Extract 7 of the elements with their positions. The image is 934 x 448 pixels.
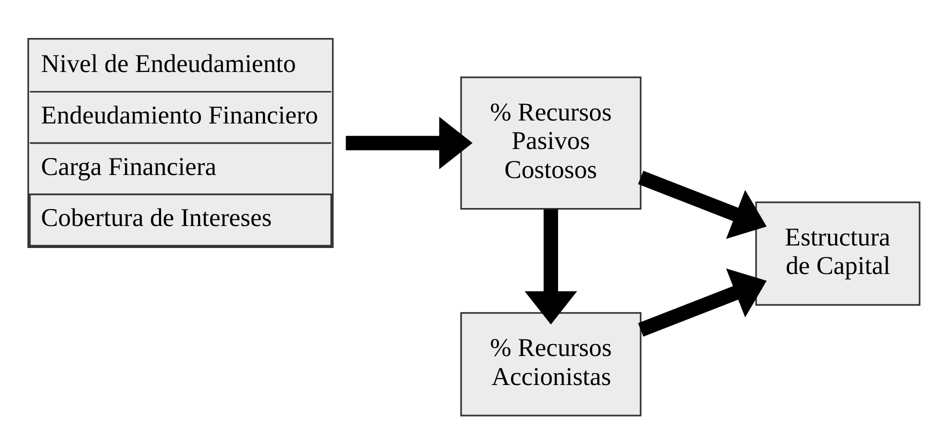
node-box: % Recursos Accionistas [460,312,641,416]
arrow [638,268,766,337]
node-box: % Recursos Pasivos Costosos [460,76,641,210]
arrow [345,116,472,170]
node-box: Estructura de Capital [754,202,920,306]
arrow [524,209,577,325]
arrow [638,170,766,239]
